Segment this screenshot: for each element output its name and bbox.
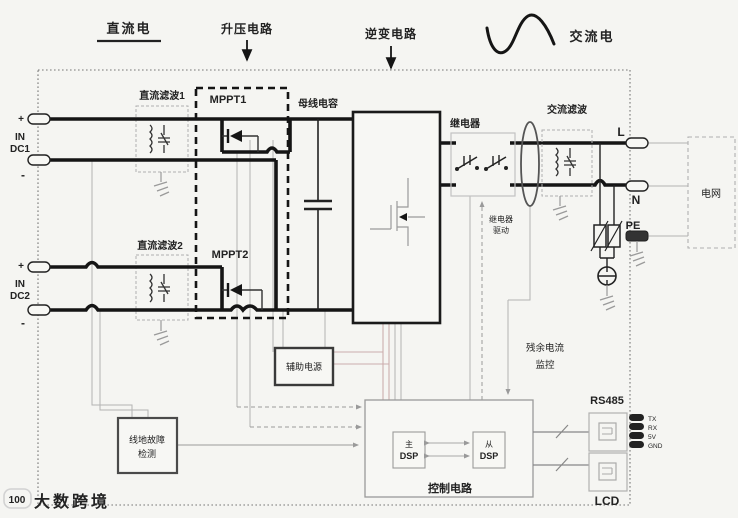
pin-5v-label: 5V <box>648 434 657 441</box>
pin-gnd-label: GND <box>648 443 663 450</box>
ground-icon <box>599 295 616 311</box>
comm-section: RS485 LCD TX RX 5V GND <box>533 395 663 508</box>
rs485-connector <box>588 412 628 452</box>
dsp-slave-block: 从 DSP <box>472 431 506 469</box>
dsp-slave-tag: 从 <box>485 440 493 449</box>
relay-drive-label-1: 继电器 <box>489 214 513 224</box>
dc-filter-1-label: 直流滤波1 <box>139 89 185 102</box>
dc-power-label: 直流电 <box>106 21 151 36</box>
terminal-icon <box>625 180 649 192</box>
input-dc1: + IN DC1 - <box>10 113 51 182</box>
ground-icon <box>153 181 170 197</box>
pin-tx-label: TX <box>648 416 657 423</box>
dc1-id: DC1 <box>10 144 30 155</box>
mppt2-diode-icon <box>222 283 263 310</box>
watermark-text: 大数跨境 <box>34 492 110 511</box>
ground-icon <box>552 205 569 221</box>
terminal-icon <box>27 113 51 125</box>
fault-detect-label-2: 检测 <box>138 448 156 459</box>
grid-block: 电网 <box>687 136 736 249</box>
inverter-block <box>351 110 442 325</box>
enclosure-border <box>37 69 631 506</box>
lcd-connector <box>588 452 628 492</box>
fault-detect-block: 线地故障 检测 <box>116 416 179 475</box>
dc1-word: IN <box>15 132 25 143</box>
dsp-master-label: DSP <box>400 451 419 461</box>
plug-icon <box>598 422 617 441</box>
dc1-plus: + <box>18 114 24 125</box>
control-block: 控制电路 主 DSP 从 DSP <box>364 399 534 498</box>
ground-icon <box>153 330 170 346</box>
dc2-minus: - <box>21 316 25 330</box>
relay-label: 继电器 <box>450 117 481 130</box>
inverter-circuit-label: 逆变电路 <box>365 26 417 41</box>
dc-filter-1: 直流滤波1 <box>135 89 189 197</box>
output-terminals: L N PE <box>617 125 649 267</box>
watermark-logo: 100 <box>9 495 26 506</box>
residual-current-label-2: 监控 <box>535 359 555 371</box>
dsp-master-block: 主 DSP <box>392 431 426 469</box>
fault-detect-label-1: 线地故障 <box>129 434 165 445</box>
rs485-label: RS485 <box>590 395 624 407</box>
relay-drive-label-2: 驱动 <box>493 225 509 235</box>
boost-box: MPPT1 MPPT2 <box>194 86 290 320</box>
ground-icon <box>629 251 646 267</box>
residual-current-label-1: 残余电流 <box>526 342 565 354</box>
bus-capacitor: 母线电容 <box>298 97 338 310</box>
terminal-icon <box>27 261 51 273</box>
ac-power-label: 交流电 <box>569 29 614 44</box>
mppt1-diode-icon <box>222 129 259 152</box>
plug-icon <box>598 462 617 481</box>
dc2-word: IN <box>15 279 25 290</box>
terminal-icon <box>625 137 649 149</box>
signal-wiring <box>91 140 688 427</box>
bus-capacitor-label: 母线电容 <box>298 97 338 110</box>
terminal-pe-label: PE <box>626 220 641 232</box>
watermark: 100 大数跨境 <box>3 488 110 511</box>
relay-contact-icon <box>483 154 509 172</box>
ac-filter: 交流滤波 <box>541 103 593 221</box>
relay-block: 继电器 继电器 驱动 <box>450 117 516 235</box>
header-labels: 直流电 升压电路 逆变电路 交流电 <box>97 13 614 70</box>
capacitor-icon <box>304 199 332 211</box>
relay-contact-icon <box>454 154 480 172</box>
terminal-n-label: N <box>632 193 641 207</box>
terminal-icon <box>27 154 51 166</box>
aux-power-wiring <box>333 323 390 400</box>
dsp-slave-label: DSP <box>480 451 499 461</box>
mppt2-label: MPPT2 <box>212 249 249 261</box>
bus-line <box>533 424 589 439</box>
dc2-id: DC2 <box>10 291 30 302</box>
pin-rx-label: RX <box>648 425 658 432</box>
mppt1-label: MPPT1 <box>210 94 247 106</box>
terminal-icon <box>27 304 51 316</box>
aux-power-label: 辅助电源 <box>286 361 322 372</box>
dc-filter-2-label: 直流滤波2 <box>137 239 183 252</box>
dc-filter-2: 直流滤波2 <box>135 239 189 346</box>
mosfet-icon <box>370 178 425 246</box>
dc1-minus: - <box>21 168 25 182</box>
terminal-l-label: L <box>617 125 624 139</box>
pin-header-icon <box>629 414 644 448</box>
control-label: 控制电路 <box>428 481 473 495</box>
lcd-label: LCD <box>595 494 620 508</box>
bus-line <box>533 457 589 472</box>
surge-protection <box>590 143 623 296</box>
boost-circuit-label: 升压电路 <box>221 21 273 36</box>
aux-power-block: 辅助电源 <box>273 346 335 387</box>
dsp-master-tag: 主 <box>405 439 413 449</box>
power-lines <box>48 117 626 313</box>
dc2-plus: + <box>18 261 24 272</box>
terminal-icon <box>625 230 649 242</box>
ac-filter-label: 交流滤波 <box>547 103 588 116</box>
current-transformer-icon <box>520 121 540 207</box>
sine-wave-icon <box>485 13 556 55</box>
input-dc2: + IN DC2 - <box>10 261 51 330</box>
grid-label: 电网 <box>701 187 721 200</box>
signal-wiring-dashed <box>177 201 485 448</box>
